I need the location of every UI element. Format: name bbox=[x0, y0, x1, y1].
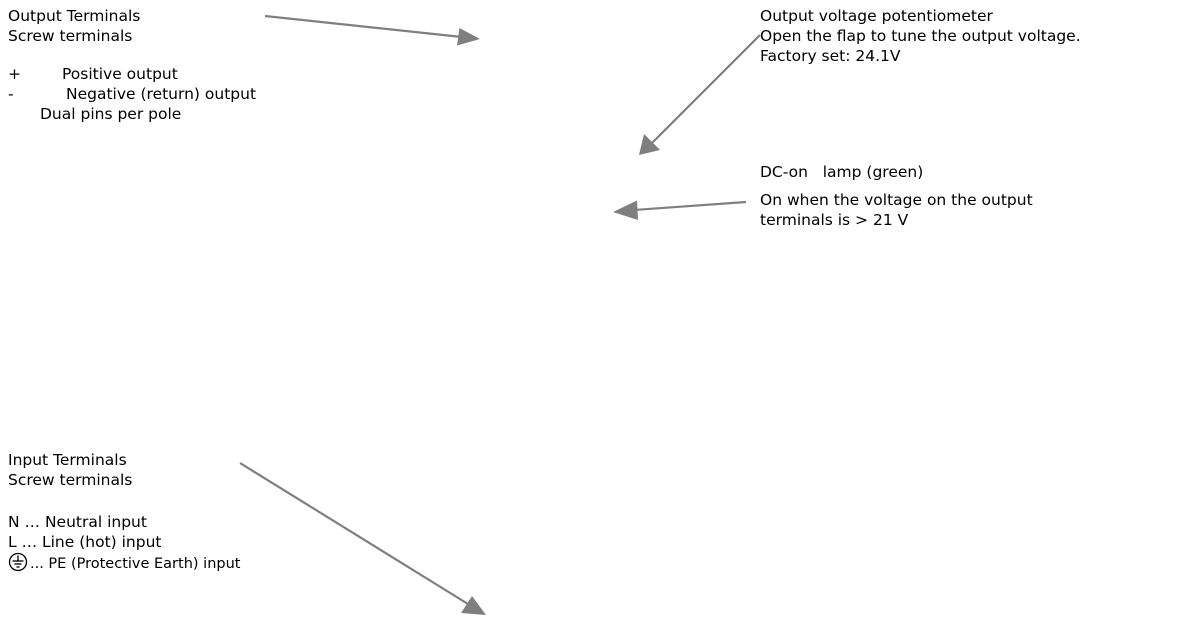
input-neutral-row: N … Neutral input bbox=[8, 513, 147, 531]
arrow-dc-lamp bbox=[613, 200, 747, 220]
potentiometer-callout: Output voltage potentiometer Open the fl… bbox=[760, 6, 1081, 66]
arrow-input-terminals bbox=[239, 462, 486, 615]
earth-label: ... PE (Protective Earth) input bbox=[30, 556, 241, 572]
output-terminals-subtitle: Screw terminals bbox=[8, 27, 133, 45]
spacer bbox=[8, 46, 256, 64]
positive-symbol: + bbox=[8, 65, 21, 83]
input-earth-row: ... PE (Protective Earth) input bbox=[8, 552, 240, 574]
output-terminals-callout: Output Terminals Screw terminals + Positi… bbox=[8, 6, 256, 124]
input-terminals-title: Input Terminals bbox=[8, 451, 127, 469]
protective-earth-icon bbox=[8, 552, 28, 577]
negative-label: Negative (return) output bbox=[66, 85, 257, 103]
input-terminals-callout: Input Terminals Screw terminals N … Neut… bbox=[8, 450, 240, 574]
input-line-row: L … Line (hot) input bbox=[8, 533, 162, 551]
potentiometer-factory-setting: Factory set: 24.1V bbox=[760, 47, 901, 65]
input-terminals-subtitle: Screw terminals bbox=[8, 471, 133, 489]
output-terminals-note: Dual pins per pole bbox=[40, 105, 182, 123]
dc-lamp-callout: DC-on lamp (green) On when the voltage o… bbox=[760, 162, 1033, 230]
dc-lamp-title: DC-on lamp (green) bbox=[760, 163, 924, 181]
output-negative-row: - Negative (return) output bbox=[8, 84, 256, 104]
potentiometer-description: Open the flap to tune the output voltage… bbox=[760, 27, 1081, 45]
potentiometer-title: Output voltage potentiometer bbox=[760, 7, 993, 25]
dc-lamp-description-line2: terminals is > 21 V bbox=[760, 211, 909, 229]
output-positive-row: + Positive output bbox=[8, 64, 256, 84]
output-terminals-title: Output Terminals bbox=[8, 7, 141, 25]
arrow-potentiometer bbox=[639, 34, 761, 155]
spacer bbox=[8, 490, 240, 512]
arrow-output-terminals bbox=[264, 14, 480, 46]
positive-label: Positive output bbox=[62, 65, 178, 83]
dc-lamp-description-line1: On when the voltage on the output bbox=[760, 191, 1033, 209]
negative-symbol: - bbox=[8, 85, 14, 103]
